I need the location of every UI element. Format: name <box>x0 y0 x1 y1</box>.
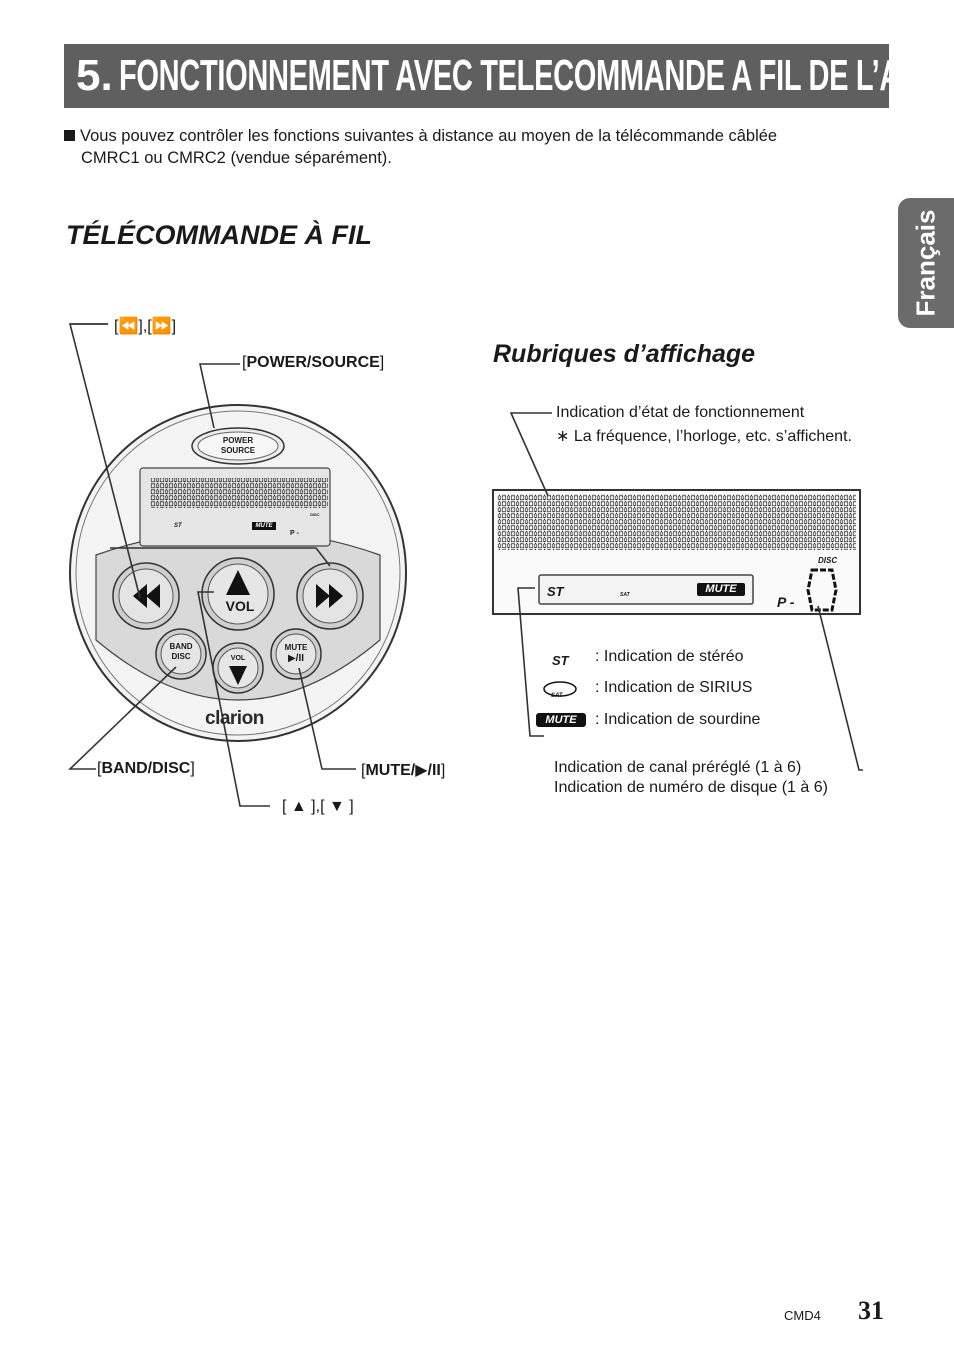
remote-mute-indicator: MUTE <box>252 522 276 530</box>
volume-up-icon <box>226 570 250 595</box>
sirius-legend-text: : Indication de SIRIUS <box>595 679 753 696</box>
preset-callout-line2: Indication de numéro de disque (1 à 6) <box>554 779 828 796</box>
page-number: 31 <box>858 1296 884 1325</box>
power-source-callout-text: POWER/SOURCE <box>246 354 380 371</box>
skip-forward-icon <box>316 584 343 608</box>
section-number: 5. <box>76 51 113 100</box>
sirius-satellite-icon <box>543 681 577 697</box>
footer-model: CMD4 <box>784 1308 821 1323</box>
intro-line-1: Vous pouvez contrôler les fonctions suiv… <box>80 127 778 145</box>
lcd-st-indicator: ST <box>547 584 564 599</box>
legend-sat-icon: SAT <box>551 693 563 699</box>
remote-leader-lines <box>68 323 356 807</box>
square-bullet-icon <box>64 130 75 141</box>
power-source-button[interactable]: POWER SOURCE <box>214 436 262 456</box>
up-down-callout: [ ▲ ],[ ▼ ] <box>282 798 354 815</box>
section-header: 5. FONCTIONNEMENT AVEC TELECOMMANDE A FI… <box>64 44 889 108</box>
power-source-callout: [POWER/SOURCE] <box>242 354 385 371</box>
band-button-label: BAND <box>169 642 193 651</box>
lcd-disc-indicator: DISC <box>818 556 838 565</box>
power-button-label: POWER <box>222 436 254 445</box>
intro-line-2: CMRC1 ou CMRC2 (vendue séparément). <box>81 149 392 167</box>
mute-play-callout: [MUTE/▶/II] <box>361 762 446 779</box>
section-title: FONCTIONNEMENT AVEC TELECOMMANDE A FIL D… <box>118 51 889 100</box>
source-button-label: SOURCE <box>220 446 256 455</box>
mute-legend-text: : Indication de sourdine <box>595 711 761 728</box>
play-pause-label: ▶/II <box>287 653 305 664</box>
display-leader-lines <box>509 412 863 771</box>
stereo-legend-text: : Indication de stéréo <box>595 648 744 665</box>
status-callout-line2: ∗ La fréquence, l’horloge, etc. s’affich… <box>556 428 852 445</box>
remote-preset-prefix: P - <box>290 530 299 537</box>
volume-down-label: VOL <box>230 655 246 662</box>
skip-buttons-callout: [⏪],[⏩] <box>114 318 177 335</box>
mute-play-callout-text: MUTE/▶/II <box>365 762 441 779</box>
language-tab: Français <box>898 198 954 328</box>
legend-mute-icon: MUTE <box>545 714 577 726</box>
wired-remote-heading: TÉLÉCOMMANDE À FIL <box>66 220 372 250</box>
lcd-sat-indicator: SAT <box>620 592 630 598</box>
legend-st-icon: ST <box>552 653 569 668</box>
mute-button-label: MUTE <box>284 643 308 652</box>
display-items-heading: Rubriques d’affichage <box>493 340 756 368</box>
intro-paragraph: Vous pouvez contrôler les fonctions suiv… <box>64 125 884 169</box>
mute-badge-icon <box>536 713 586 727</box>
mute-play-button[interactable]: MUTE ▶/II <box>278 643 314 664</box>
skip-back-icon <box>133 584 160 608</box>
clarion-logo: clarion <box>205 708 264 729</box>
band-disc-callout: [BAND/DISC] <box>97 760 195 777</box>
band-disc-callout-text: BAND/DISC <box>101 760 191 777</box>
remote-control-illustration <box>69 404 407 742</box>
volume-down-icon <box>229 666 247 685</box>
status-callout-line1: Indication d’état de fonctionnement <box>556 404 805 421</box>
lcd-segment-characters <box>497 494 856 550</box>
remote-disc-indicator: DISC <box>310 512 320 517</box>
lcd-display-illustration <box>492 489 861 615</box>
lcd-mute-indicator: MUTE <box>705 583 737 595</box>
volume-up-label: VOL <box>225 598 255 614</box>
preset-callout-line1: Indication de canal préréglé (1 à 6) <box>554 759 802 776</box>
disc-button-label: DISC <box>171 652 191 661</box>
remote-st-indicator: ST <box>174 523 182 529</box>
legend-icons <box>536 681 586 727</box>
band-disc-button[interactable]: BAND DISC <box>161 642 201 662</box>
remote-lcd-segments <box>150 478 328 508</box>
lcd-preset-prefix: P - <box>777 594 795 610</box>
